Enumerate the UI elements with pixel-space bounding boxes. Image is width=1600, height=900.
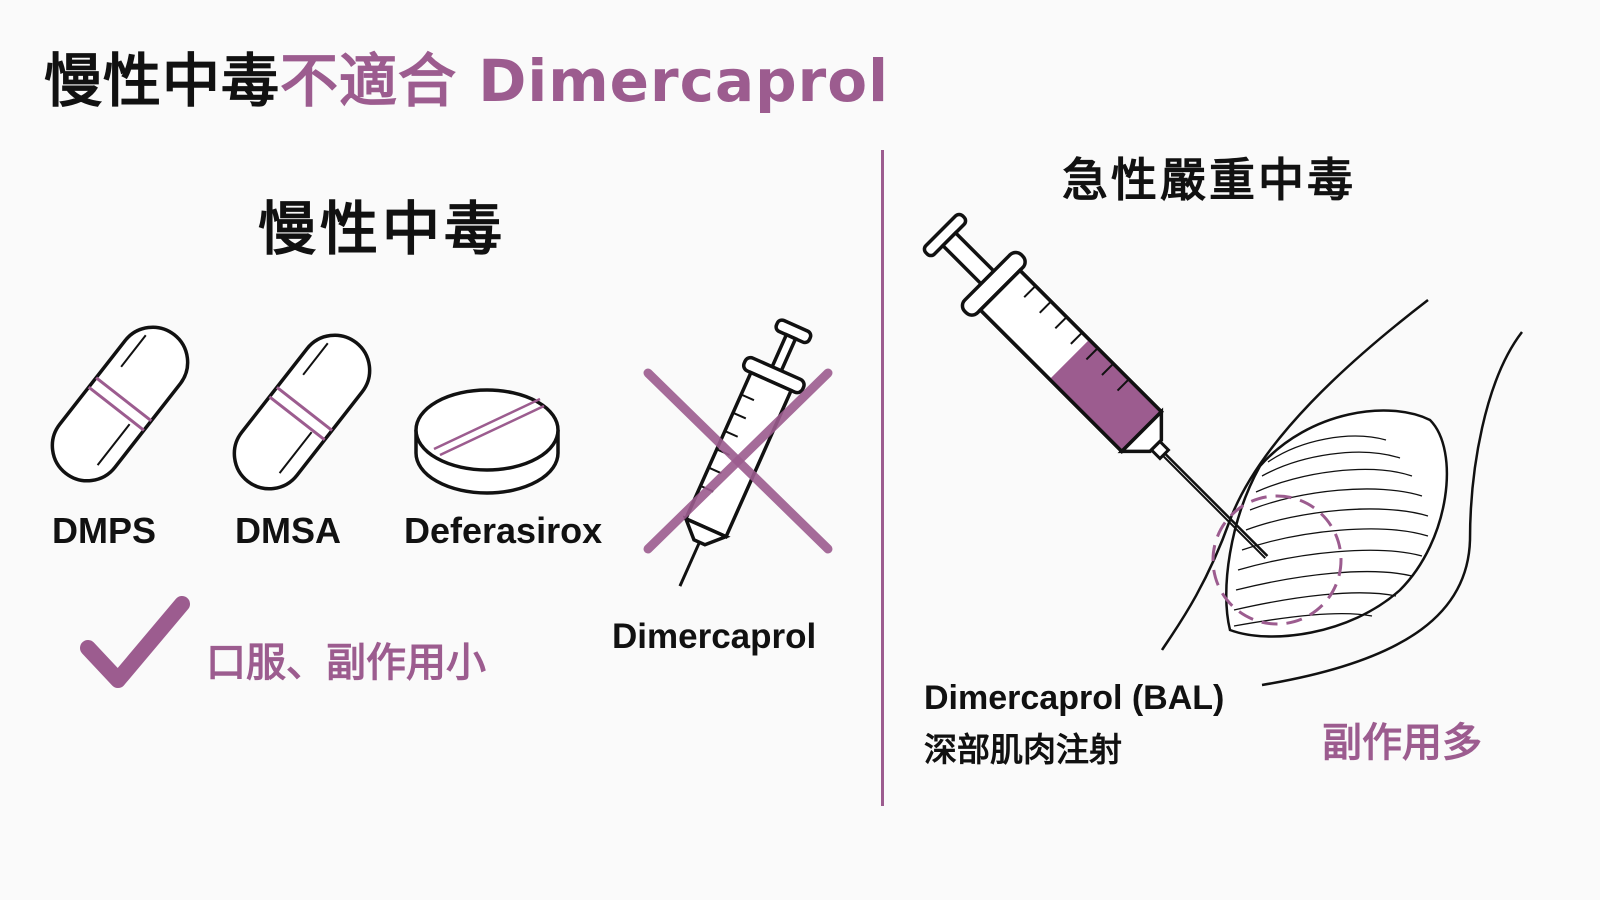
title-accent: 不適合 Dimercaprol bbox=[280, 47, 889, 115]
drug-label-dmps: DMPS bbox=[52, 510, 157, 551]
bal-text: Dimercaprol (BAL) 深部肌肉注射 bbox=[924, 672, 1224, 776]
syringe-icon bbox=[922, 212, 1269, 559]
acute-heading: 急性嚴重中毒 bbox=[1062, 153, 1356, 207]
drug-label-dimercaprol: Dimercaprol bbox=[612, 617, 817, 656]
chronic-heading: 慢性中毒 bbox=[258, 195, 507, 263]
side-effects-text: 副作用多 bbox=[1322, 720, 1482, 766]
section-divider bbox=[881, 150, 884, 806]
title-main: 慢性中毒 bbox=[44, 47, 281, 115]
capsule-icon bbox=[232, 333, 372, 491]
drug-label-dmsa: DMSA bbox=[235, 510, 341, 551]
tablet-icon bbox=[414, 388, 560, 495]
injection-site-circle-icon bbox=[1211, 494, 1343, 626]
drug-label-deferasirox: Deferasirox bbox=[404, 510, 603, 551]
bal-drug-name: Dimercaprol (BAL) bbox=[924, 679, 1225, 717]
checkmark-icon bbox=[80, 596, 190, 688]
benefit-text: 口服、副作用小 bbox=[206, 640, 486, 686]
page-title: 慢性中毒不適合 Dimercaprol bbox=[44, 34, 889, 118]
capsule-icon bbox=[50, 325, 190, 483]
syringe-icon bbox=[643, 318, 833, 587]
muscle-icon bbox=[1160, 299, 1523, 687]
bal-route: 深部肌肉注射 bbox=[924, 730, 1122, 769]
